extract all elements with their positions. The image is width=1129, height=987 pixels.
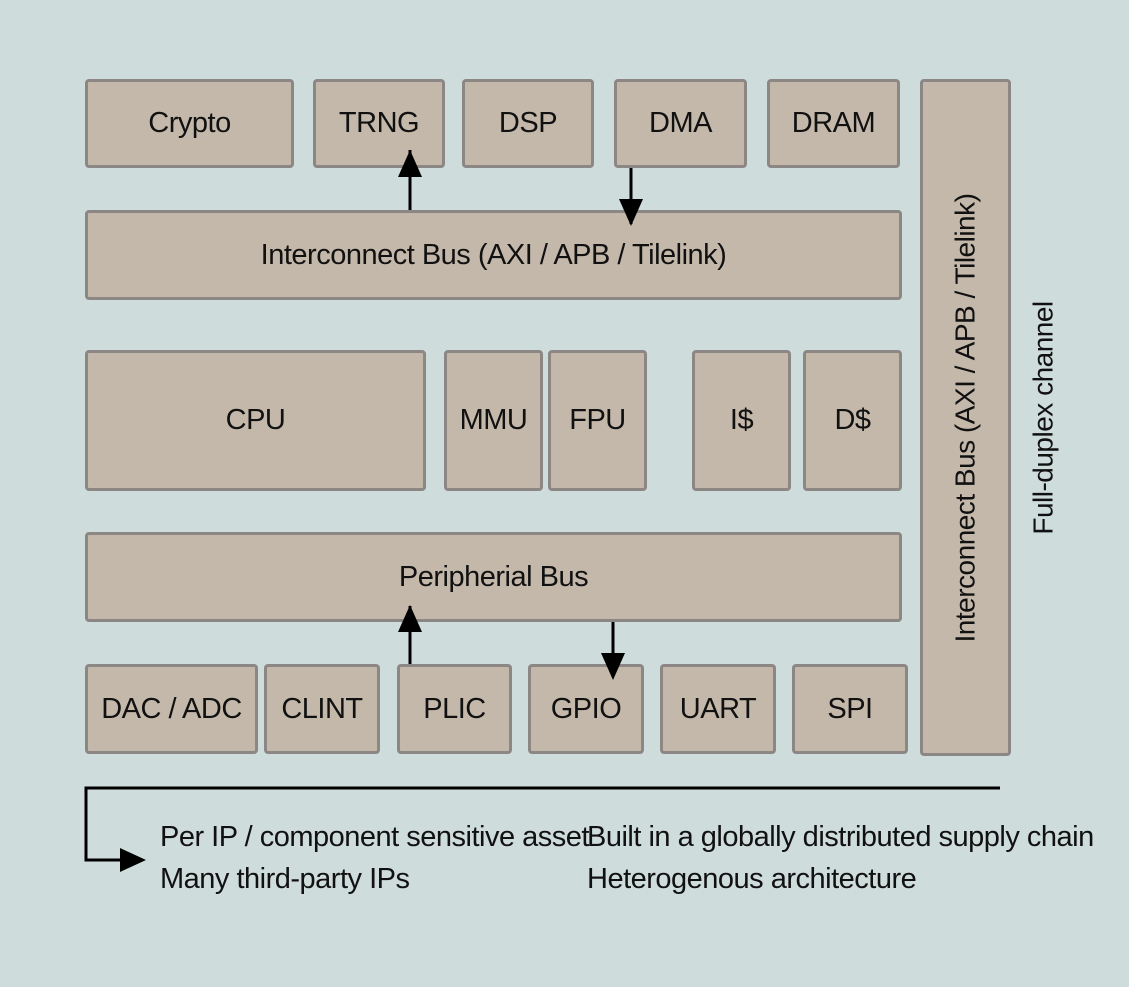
dcache-block: D$ (803, 350, 902, 491)
clint-block: CLINT (264, 664, 380, 754)
spi-block: SPI (792, 664, 908, 754)
notes-bracket-arrow (84, 786, 1000, 862)
crypto-block: Crypto (85, 79, 294, 168)
plic-block: PLIC (397, 664, 512, 754)
uart-block: UART (660, 664, 776, 754)
peripheral-bus: Peripherial Bus (85, 532, 902, 622)
dsp-block: DSP (462, 79, 594, 168)
side-interconnect-bus: Interconnect Bus (AXI / APB / Tilelink) (920, 79, 1011, 756)
gpio-block: GPIO (528, 664, 644, 754)
interconnect-bus: Interconnect Bus (AXI / APB / Tilelink) (85, 210, 902, 300)
cpu-block: CPU (85, 350, 426, 491)
dma-block: DMA (614, 79, 747, 168)
mmu-block: MMU (444, 350, 543, 491)
icache-block: I$ (692, 350, 791, 491)
fpu-block: FPU (548, 350, 647, 491)
dram-block: DRAM (767, 79, 900, 168)
dac-adc-block: DAC / ADC (85, 664, 258, 754)
note-third-party-ips: Many third-party IPs (160, 863, 410, 895)
note-sensitive-asset: Per IP / component sensitive asset (160, 821, 589, 853)
note-supply-chain: Built in a globally distributed supply c… (587, 821, 1094, 853)
note-heterogenous-architecture: Heterogenous architecture (587, 863, 917, 895)
trng-block: TRNG (313, 79, 445, 168)
